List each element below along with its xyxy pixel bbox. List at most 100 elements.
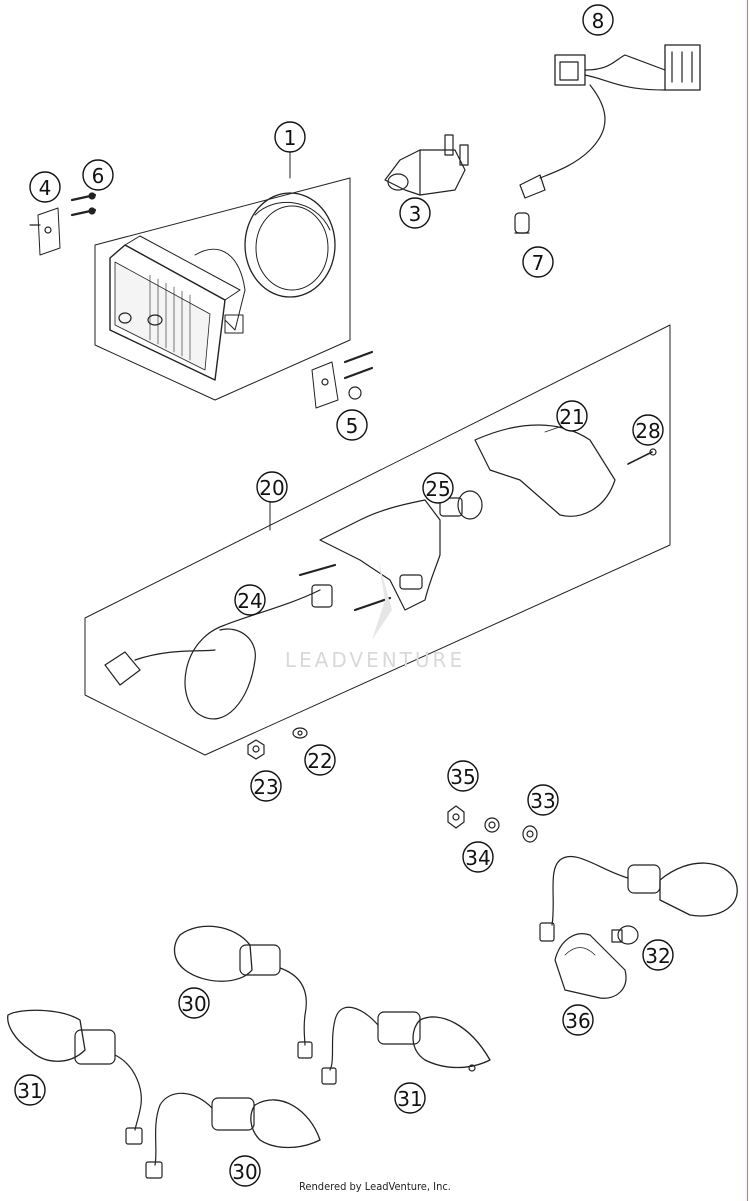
callout-label: 5 [346, 414, 359, 438]
headlight-group-frame [94, 151, 351, 401]
callout-3: 3 [399, 197, 431, 229]
callout-label: 1 [284, 126, 297, 150]
page-edge-line [747, 0, 748, 1201]
callout-label: 4 [39, 176, 52, 200]
bracket-4 [29, 207, 61, 256]
callout-20: 20 [256, 471, 288, 503]
callout-label: 30 [181, 992, 206, 1016]
callout-circle [582, 4, 614, 36]
callout-circle [462, 841, 494, 873]
callout-circle [399, 197, 431, 229]
indicator-lens-36 [554, 933, 627, 999]
callout-25: 25 [422, 472, 454, 504]
wiring-harness-8 [519, 44, 701, 199]
callout-label: 20 [259, 476, 284, 500]
callout-circle [229, 1155, 261, 1187]
callout-circle [422, 472, 454, 504]
callout-label: 36 [565, 1009, 590, 1033]
callout-23: 23 [250, 770, 282, 802]
callout-4: 4 [29, 171, 61, 203]
tail-light-group-frame [84, 324, 671, 756]
screw-28 [627, 448, 657, 465]
callout-label: 7 [532, 251, 545, 275]
callout-28: 28 [632, 414, 664, 446]
washer-22 [292, 727, 308, 739]
footer-credit: Rendered by LeadVenture, Inc. [299, 1180, 451, 1193]
screws-6 [70, 192, 97, 217]
callout-7: 7 [522, 246, 554, 278]
callout-label: 23 [253, 775, 278, 799]
headlight-bulb-3 [384, 134, 469, 196]
indicator-bulb-32 [611, 925, 639, 945]
tail-bulb-25 [439, 490, 483, 520]
callout-circle [632, 414, 664, 446]
callout-label: 8 [592, 9, 605, 33]
callout-circle [29, 171, 61, 203]
callout-circle [447, 760, 479, 792]
nut-35 [447, 805, 465, 829]
callout-30: 30 [229, 1155, 261, 1187]
callout-32: 32 [642, 939, 674, 971]
callout-31: 31 [14, 1074, 46, 1106]
callout-circle [562, 1004, 594, 1036]
callout-circle [14, 1074, 46, 1106]
callout-33: 33 [527, 784, 559, 816]
callout-34: 34 [462, 841, 494, 873]
callout-1: 1 [274, 121, 306, 153]
callout-label: 24 [237, 589, 262, 613]
callout-21: 21 [556, 400, 588, 432]
nut-23 [247, 739, 265, 760]
callout-circle [556, 400, 588, 432]
callout-circle [82, 159, 114, 191]
callout-label: 33 [530, 789, 555, 813]
indicator-30-upper [173, 925, 313, 1059]
callout-label: 6 [92, 164, 105, 188]
callout-label: 32 [645, 944, 670, 968]
callout-circle [394, 1082, 426, 1114]
callout-circle [522, 246, 554, 278]
tail-light-lens-21 [474, 424, 616, 517]
washer-33 [522, 825, 538, 843]
lock-washer-34 [484, 817, 500, 833]
indicator-31-left [7, 1009, 143, 1145]
callout-label: 31 [397, 1087, 422, 1111]
callout-5: 5 [336, 409, 368, 441]
callout-36: 36 [562, 1004, 594, 1036]
headlight-housing [109, 235, 246, 381]
callout-label: 25 [425, 477, 450, 501]
callout-31: 31 [394, 1082, 426, 1114]
callout-circle [274, 121, 306, 153]
callout-label: 30 [232, 1160, 257, 1184]
bulb-7 [514, 212, 530, 234]
indicator-assembly-right [539, 855, 738, 942]
callout-35: 35 [447, 760, 479, 792]
watermark: LEADVENTURE [285, 560, 465, 672]
tail-light-housing [298, 499, 441, 612]
callout-circle [250, 770, 282, 802]
callout-label: 34 [465, 846, 490, 870]
callout-circle [178, 987, 210, 1019]
callout-label: 31 [17, 1079, 42, 1103]
indicator-31-right [321, 1006, 491, 1085]
callout-circle [336, 409, 368, 441]
bracket-5 [311, 350, 374, 409]
callout-8: 8 [582, 4, 614, 36]
callout-label: 35 [450, 765, 475, 789]
callout-circle [256, 471, 288, 503]
callout-label: 21 [559, 405, 584, 429]
headlight-ring [244, 192, 336, 298]
callout-30: 30 [178, 987, 210, 1019]
callout-label: 3 [409, 202, 422, 226]
callout-label: 22 [307, 749, 332, 773]
callout-22: 22 [304, 744, 336, 776]
watermark-text: LEADVENTURE [285, 648, 465, 672]
callout-24: 24 [234, 584, 266, 616]
callout-circle [527, 784, 559, 816]
callout-6: 6 [82, 159, 114, 191]
callout-label: 28 [635, 419, 660, 443]
callout-circle [304, 744, 336, 776]
callout-circle [642, 939, 674, 971]
callout-circle [234, 584, 266, 616]
